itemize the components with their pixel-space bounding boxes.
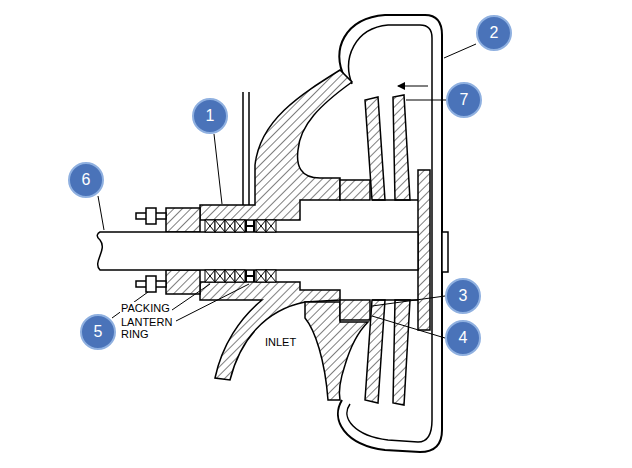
part-label: PACKING [120, 302, 171, 314]
part-label: LANTERN RING [120, 316, 176, 340]
part-label: INLET [264, 336, 297, 348]
callout-circle: 6 [68, 162, 104, 198]
callout-circle: 7 [446, 82, 482, 118]
callout-number: 2 [490, 25, 499, 41]
callout-circle: 5 [80, 314, 116, 350]
callout-circle: 4 [445, 320, 481, 356]
callout-number: 1 [206, 108, 215, 124]
shaft [97, 200, 418, 300]
callout-circle: 1 [192, 98, 228, 134]
callout-number: 5 [94, 324, 103, 340]
packing-rings [205, 220, 276, 282]
callout-circle: 3 [445, 278, 481, 314]
callout-circle: 2 [476, 15, 512, 51]
callout-number: 7 [460, 92, 469, 108]
callout-number: 3 [459, 288, 468, 304]
gland-bolts [136, 92, 249, 292]
callout-number: 4 [459, 330, 468, 346]
leader-lines [98, 44, 476, 338]
callout-number: 6 [82, 172, 91, 188]
